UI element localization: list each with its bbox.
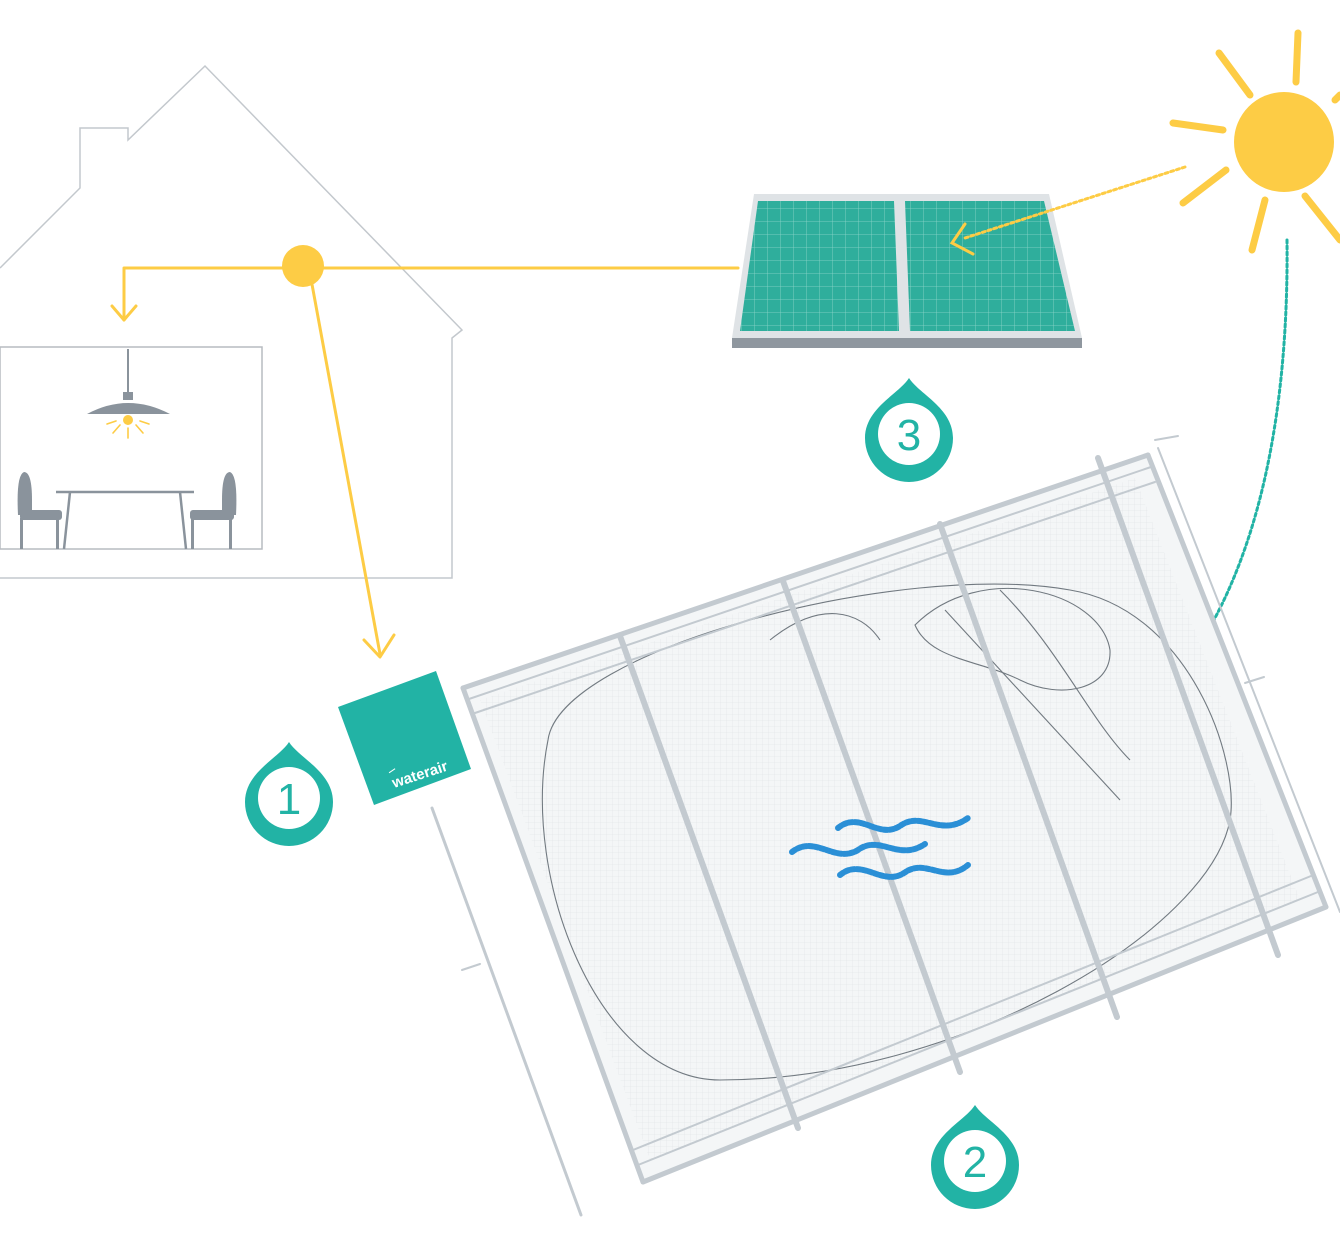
waterair-control-unit: waterair [338,671,471,805]
badge-1-label: 1 [277,775,301,824]
badge-3-label: 3 [897,411,921,460]
solar-panel-right-module [905,201,1075,331]
badge-2: 2 [931,1105,1019,1209]
water-waves-icon [789,815,971,880]
badge-1: 1 [245,742,333,846]
house-outline [0,64,464,579]
power-junction-node [282,245,324,287]
badge-2-label: 2 [963,1138,987,1187]
badge-3: 3 [865,378,953,482]
power-distribution-lines [110,266,740,659]
pool-enclosure [430,435,1340,1217]
sun-icon [1169,29,1340,254]
solar-panel-left-module [740,201,899,331]
ceiling-lamp-icon [87,349,170,439]
pool-cover-mesh [480,478,1300,1160]
pool-outline [541,583,1232,1081]
house [0,64,464,579]
chair-left-icon [17,472,62,549]
sunlight-to-panel-arrow [949,165,1187,256]
chair-right-icon [190,472,237,549]
dining-table-icon [56,490,194,550]
